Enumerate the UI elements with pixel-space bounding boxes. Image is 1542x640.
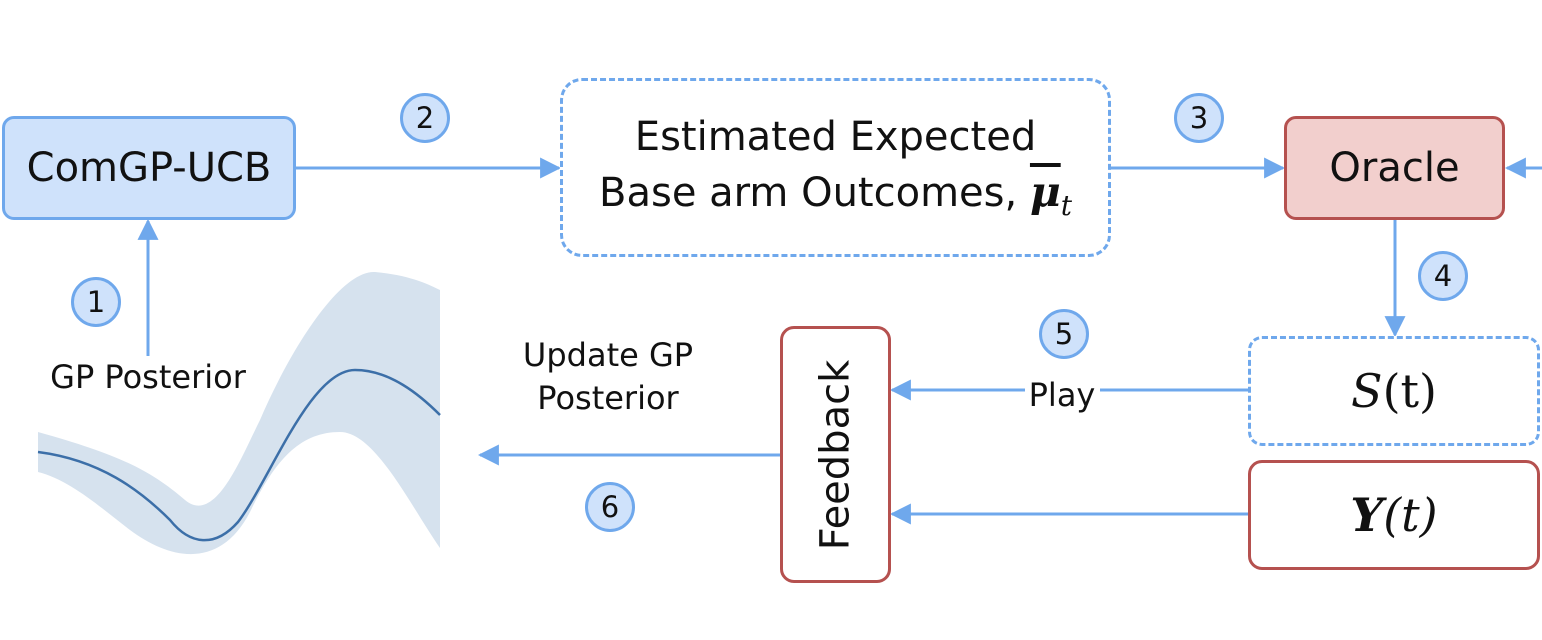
update-line-2: Posterior — [537, 379, 679, 418]
step-badge-5: 5 — [1039, 309, 1089, 359]
estimated-line-2: Base arm Outcomes, — [599, 170, 1018, 217]
step-badge-4: 4 — [1418, 251, 1468, 301]
comgp-ucb-node: ComGP-UCB — [2, 116, 296, 220]
posterior-mean-line — [37, 368, 441, 542]
outcomes-node: Y(t) — [1248, 460, 1540, 570]
super-arm-label: S(t) — [1351, 364, 1437, 418]
gp-posterior-plot — [37, 271, 441, 555]
oracle-label: Oracle — [1329, 145, 1460, 191]
update-line-1: Update GP — [522, 336, 694, 374]
super-arm-node: S(t) — [1248, 336, 1540, 446]
oracle-node: Oracle — [1284, 116, 1505, 220]
comgp-ucb-label: ComGP-UCB — [26, 145, 272, 191]
update-gp-posterior-label: Update GP Posterior — [490, 334, 726, 420]
step-badge-2: 2 — [400, 93, 450, 143]
feedback-label: Feedback — [812, 359, 859, 550]
step-badge-3: 3 — [1174, 93, 1224, 143]
feedback-node: Feedback — [780, 326, 891, 583]
gp-posterior-label: GP Posterior — [50, 358, 246, 396]
mu-symbol: μ — [1029, 167, 1061, 217]
step-badge-1: 1 — [71, 277, 121, 327]
mu-subscript: t — [1060, 189, 1072, 223]
play-label: Play — [1028, 376, 1096, 414]
estimated-outcomes-node: Estimated Expected Base arm Outcomes, μt — [560, 78, 1111, 257]
step-badge-6: 6 — [585, 482, 635, 532]
estimated-line-1: Estimated Expected — [634, 114, 1037, 161]
outcomes-label: Y(t) — [1350, 488, 1438, 542]
estimated-line-2-row: Base arm Outcomes, μt — [599, 164, 1072, 225]
confidence-band — [38, 271, 440, 555]
